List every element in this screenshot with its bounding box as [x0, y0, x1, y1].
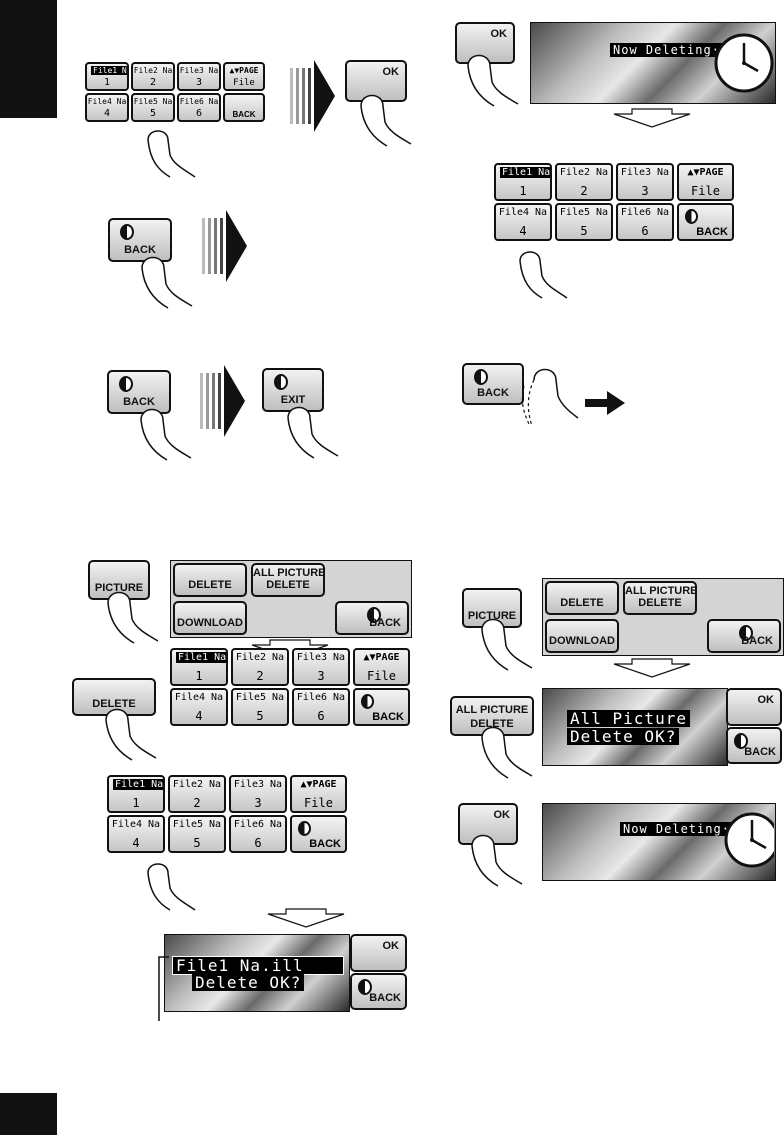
- ok-button[interactable]: OK: [350, 934, 407, 972]
- right-arrow-icon: [585, 391, 625, 415]
- back-button[interactable]: BACK: [462, 363, 524, 405]
- knob-icon: [685, 209, 698, 224]
- download-button[interactable]: DOWNLOAD: [173, 601, 247, 635]
- finger-icon: [140, 125, 200, 180]
- back-button[interactable]: BACK: [223, 93, 265, 122]
- all-delete-confirm-text: Delete OK?: [567, 728, 679, 745]
- knob-icon: [120, 224, 134, 240]
- finger-icon: [462, 48, 522, 108]
- delete-confirm-text: Delete OK?: [192, 974, 304, 991]
- page-number-tab: [0, 1093, 57, 1135]
- finger-icon: [140, 858, 200, 913]
- finger-hold-icon: [520, 362, 580, 428]
- finger-icon: [476, 612, 536, 672]
- down-arrow-icon: [612, 108, 692, 128]
- back-button[interactable]: BACK: [726, 727, 782, 764]
- back-button[interactable]: BACK: [353, 688, 410, 726]
- download-button[interactable]: DOWNLOAD: [545, 619, 619, 653]
- step-arrow-icon: [202, 210, 247, 282]
- ok-button[interactable]: OK: [726, 688, 782, 726]
- clock-icon: [722, 804, 774, 876]
- delete-menu-button[interactable]: DELETE: [173, 563, 247, 597]
- language-tab: [0, 0, 57, 118]
- back-button[interactable]: BACK: [335, 601, 409, 635]
- knob-icon: [119, 376, 133, 392]
- step-arrow-icon: [200, 365, 245, 437]
- finger-icon: [476, 720, 536, 780]
- down-arrow-icon: [266, 908, 346, 928]
- knob-icon: [298, 821, 311, 836]
- knob-icon: [474, 369, 488, 385]
- back-button[interactable]: BACK: [290, 815, 347, 853]
- finger-icon: [282, 400, 342, 460]
- finger-icon: [355, 88, 415, 148]
- back-button[interactable]: BACK: [707, 619, 781, 653]
- knob-icon: [361, 694, 374, 709]
- finger-icon: [102, 585, 162, 645]
- down-arrow-icon: [612, 658, 692, 678]
- knob-icon: [274, 374, 288, 390]
- pointer-line: [155, 955, 175, 1023]
- step-arrow-icon: [290, 60, 335, 132]
- delete-menu-button[interactable]: DELETE: [545, 581, 619, 615]
- all-picture-text: All Picture: [567, 710, 690, 727]
- finger-icon: [100, 702, 160, 762]
- finger-icon: [136, 250, 196, 310]
- finger-icon: [512, 246, 572, 301]
- back-button[interactable]: BACK: [350, 973, 407, 1010]
- finger-icon: [466, 828, 526, 888]
- clock-icon: [713, 25, 775, 100]
- finger-icon: [135, 402, 195, 462]
- back-button[interactable]: BACK: [677, 203, 734, 241]
